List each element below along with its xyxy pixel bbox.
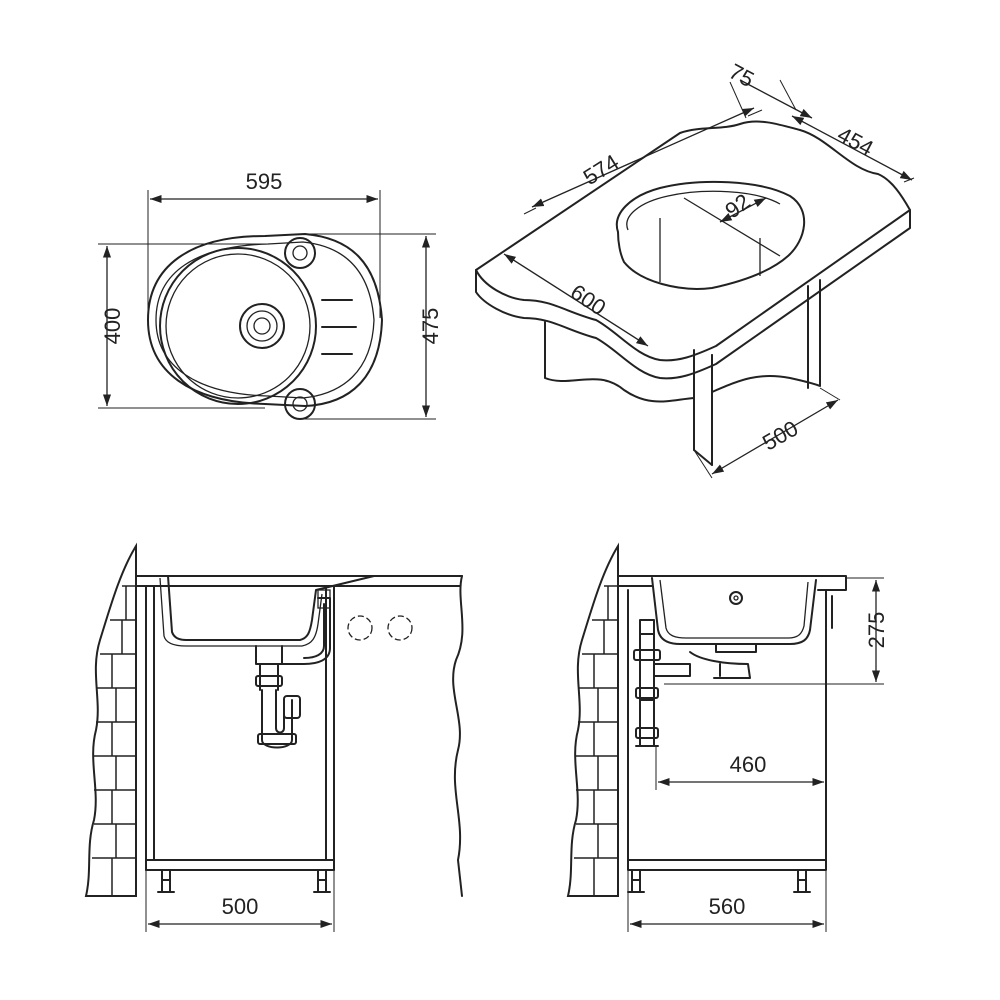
brick-pattern — [92, 585, 136, 896]
dim-side-depth: 275 — [864, 612, 889, 649]
front-worktop — [135, 575, 463, 587]
perspective-view: 574 75 454 92 600 500 — [475, 59, 915, 479]
drainer-grooves — [321, 299, 357, 355]
dim-top-outer-height: 475 — [418, 308, 443, 345]
front-cabinet-right-panel — [325, 585, 335, 871]
front-view: 500 — [84, 542, 464, 932]
dim-side-cabinet-depth: 560 — [709, 894, 746, 919]
overflow-hole-icon — [729, 591, 743, 605]
perspective-bowl-cutout — [615, 180, 806, 290]
dim-line-500-persp — [711, 399, 839, 475]
front-cabinet-left-panel — [145, 585, 155, 871]
bowl-outline — [159, 247, 317, 405]
dim-line-92 — [719, 197, 767, 223]
front-sink-section — [149, 575, 375, 641]
side-sink-section — [645, 575, 819, 645]
dim-persp-worktop-depth: 600 — [566, 279, 610, 320]
bowl-inner — [165, 253, 311, 399]
dim-top-width: 595 — [246, 169, 283, 194]
sink-outline — [147, 233, 383, 407]
dim-persp-cabinet-width: 500 — [758, 415, 802, 455]
dim-line-454 — [791, 115, 913, 181]
dim-line-574 — [531, 107, 755, 208]
dim-line-600 — [503, 253, 649, 347]
tap-hole-top — [284, 237, 316, 269]
side-drain — [689, 643, 757, 679]
siphon-icon — [261, 689, 293, 749]
drain-pipe — [255, 645, 283, 691]
worktop-top — [475, 120, 911, 362]
side-right-foot — [793, 869, 811, 893]
side-left-foot — [627, 869, 645, 893]
side-worktop — [617, 575, 847, 591]
dim-top-inner-height: 400 — [100, 308, 125, 345]
front-right-foot — [313, 869, 331, 893]
front-left-foot — [157, 869, 175, 893]
top-view: 595 400 475 — [98, 169, 443, 420]
front-right-wave-edge — [452, 575, 464, 897]
cabinet-front-panel — [544, 321, 695, 451]
tap-hole-circle-2 — [387, 615, 413, 641]
brick-pattern-right — [574, 585, 618, 896]
brick-wall-left — [84, 542, 137, 897]
brick-wall-right — [566, 542, 619, 897]
overflow-pipe — [281, 597, 331, 665]
side-cabinet-panels — [627, 589, 833, 871]
dim-front-cabinet-width: 500 — [222, 894, 259, 919]
drain-icon — [239, 303, 285, 349]
dim-persp-cutout-length: 574 — [579, 149, 623, 190]
dim-line-75 — [739, 79, 813, 119]
sink-inner-rim — [155, 241, 375, 399]
tap-hole-circle-1 — [347, 615, 373, 641]
tap-hole-bottom — [284, 388, 316, 420]
side-view: 275 460 560 — [566, 542, 889, 932]
dim-side-drain-distance: 460 — [730, 752, 767, 777]
